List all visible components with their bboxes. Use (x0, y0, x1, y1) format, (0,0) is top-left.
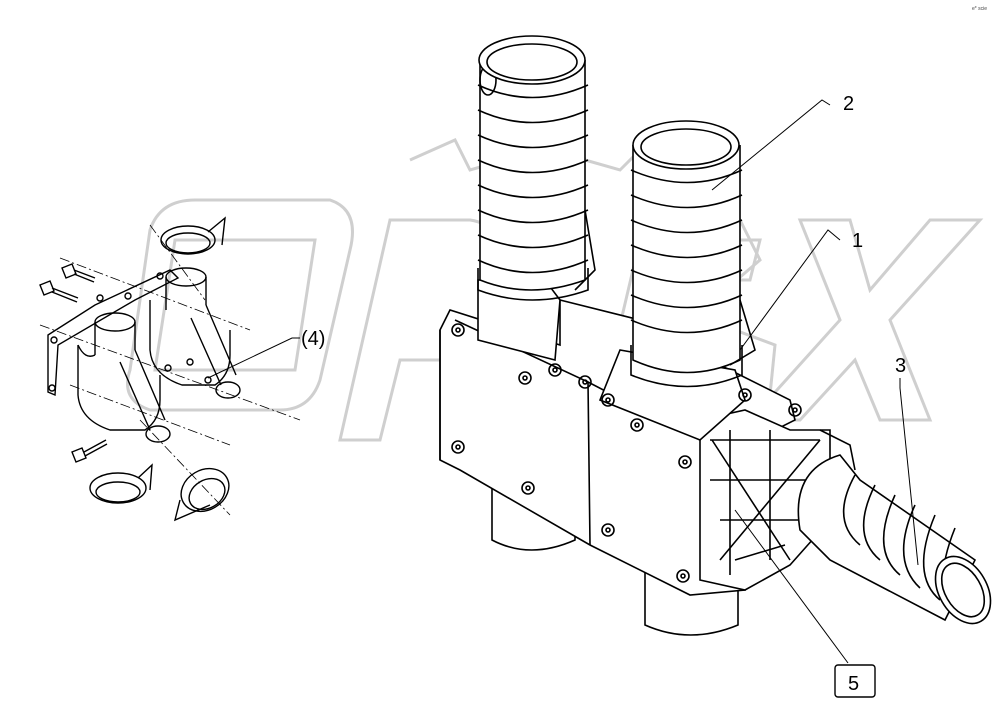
bellows-hose-left (477, 35, 596, 301)
hose-clamp-top (160, 216, 226, 255)
callout-1: 1 (852, 230, 863, 252)
hose-clamp-bottom-left (89, 463, 153, 504)
leader-4 (207, 337, 300, 379)
distributor-housing (439, 279, 831, 636)
screw-lower (71, 439, 108, 463)
screw-middle (39, 280, 79, 303)
leader-lines (207, 99, 919, 664)
axis-lines (39, 224, 301, 516)
leader-5 (734, 509, 849, 664)
screw-upper (61, 263, 96, 283)
hose-clamp-bottom-right (173, 467, 230, 522)
leader-1 (739, 229, 841, 351)
callout-2: 2 (843, 93, 854, 115)
bellows-hose-horizontal (797, 429, 992, 625)
callout-5-box (834, 664, 876, 698)
leader-2 (711, 99, 831, 191)
exploded-adapter-assembly (39, 216, 301, 522)
housing-bolts (451, 323, 802, 583)
bellows-hose-right (630, 120, 756, 388)
flange-plate (47, 269, 180, 397)
leader-3 (899, 378, 919, 566)
corner-mark: e* scie (972, 6, 987, 12)
callout-4: (4) (301, 328, 325, 350)
y-pipe-rear (149, 267, 241, 399)
callout-3: 3 (895, 355, 906, 377)
callout-5: 5 (848, 673, 859, 695)
y-pipe-front (77, 312, 171, 443)
